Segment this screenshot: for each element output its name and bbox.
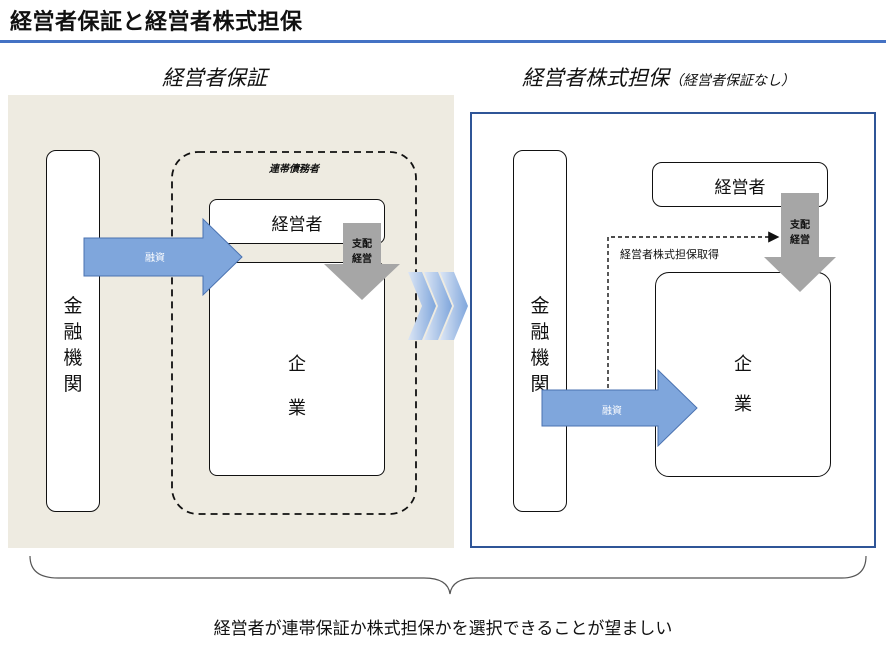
right-owner-label: 経営者	[714, 178, 766, 198]
left-company-box: 企業	[209, 262, 385, 476]
joint-debtor-label: 連帯債務者	[269, 164, 319, 175]
title-divider	[0, 40, 886, 43]
right-control-arrow	[764, 193, 836, 292]
right-loan-label: 融資	[602, 406, 622, 417]
right-heading: 経営者株式担保（経営者保証なし）	[522, 62, 795, 92]
left-bank-box: 金融機関	[46, 150, 100, 512]
left-company-label: 企業	[288, 354, 306, 419]
left-loan-arrow	[83, 217, 243, 297]
right-heading-main: 経営者株式担保	[522, 66, 669, 90]
left-heading: 経営者保証	[162, 66, 267, 90]
page-title: 経営者保証と経営者株式担保	[10, 10, 303, 35]
left-owner-label: 経営者	[271, 215, 323, 235]
left-bank-label: 金融機関	[63, 295, 83, 395]
left-control-arrow	[324, 223, 400, 300]
right-loan-arrow	[541, 368, 698, 448]
conclusion-text: 経営者が連帯保証か株式担保かを選択できることが望ましい	[213, 619, 673, 639]
right-bank-label: 金融機関	[530, 295, 550, 395]
right-bank-box: 金融機関	[513, 150, 567, 512]
right-company-box: 企業	[655, 272, 831, 477]
right-heading-note: （経営者保証なし）	[669, 73, 795, 89]
left-control-label: 支配経営	[352, 239, 372, 265]
right-company-label: 企業	[734, 354, 752, 415]
right-control-label: 支配経営	[790, 220, 810, 246]
pledge-label: 経営者株式担保取得	[620, 248, 719, 261]
left-loan-label: 融資	[145, 253, 165, 264]
pledge-dashed-arrow	[607, 231, 780, 388]
